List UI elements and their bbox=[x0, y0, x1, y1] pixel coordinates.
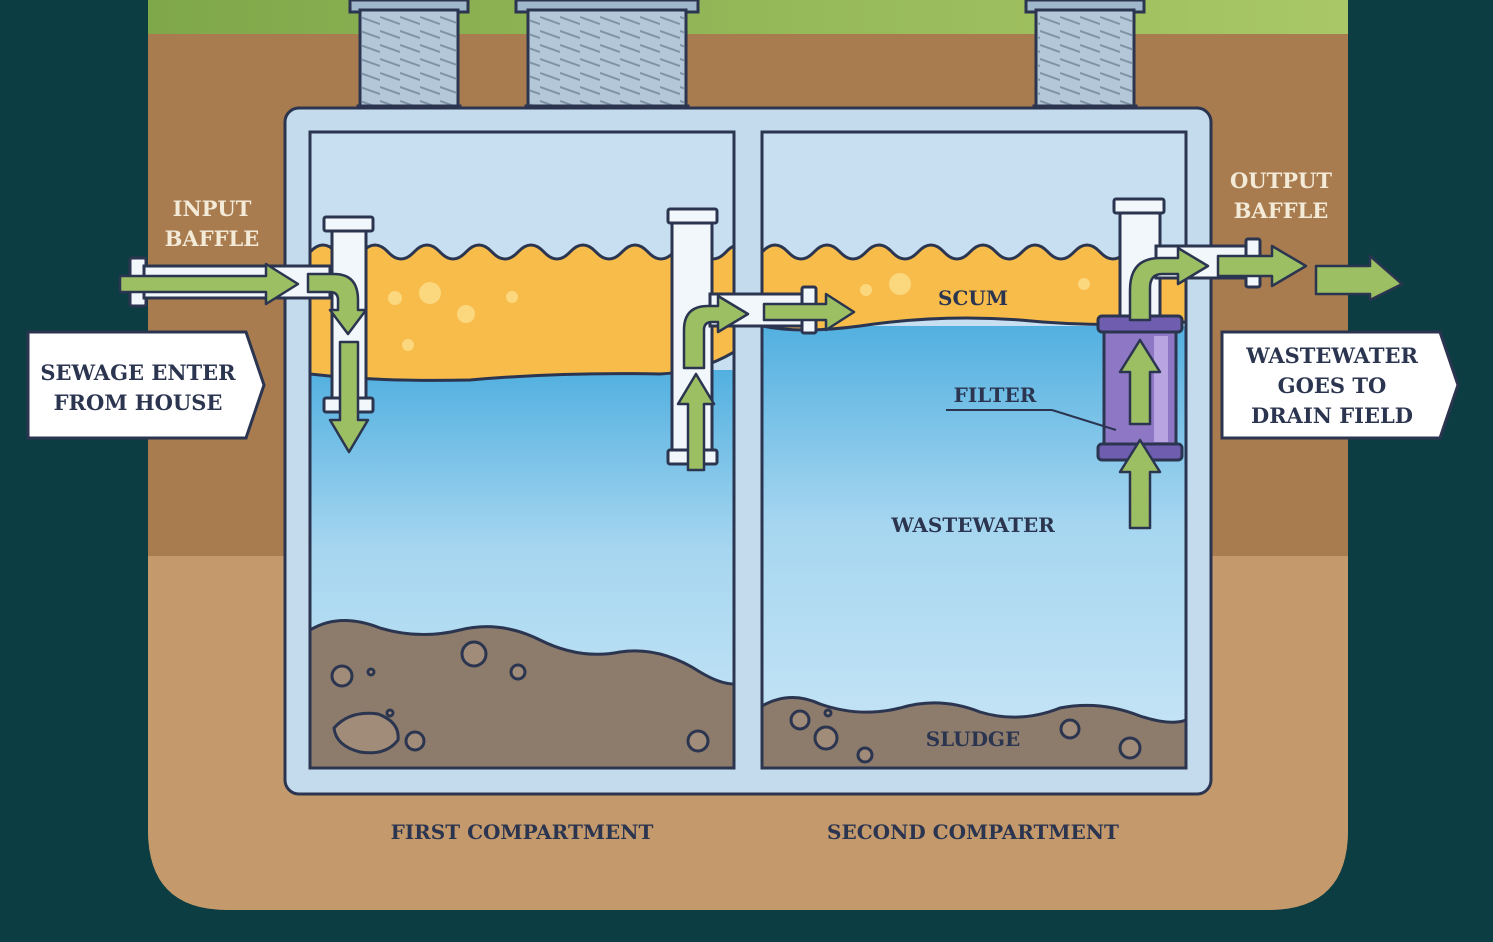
flow-arrow-up-3 bbox=[1118, 338, 1162, 426]
sewage-enter-line-1: SEWAGE ENTER bbox=[40, 360, 236, 385]
output-baffle-label-2: BAFFLE bbox=[1234, 198, 1329, 223]
labels: INPUT BAFFLE OUTPUT BAFFLE SCUM FILTER W… bbox=[165, 168, 1333, 844]
sewage-enter-line-2: FROM HOUSE bbox=[54, 390, 223, 415]
flow-arrow-baffle-turn bbox=[306, 272, 368, 336]
scum-label: SCUM bbox=[938, 286, 1008, 310]
wastewater-out-line-2: GOES TO bbox=[1278, 373, 1387, 398]
input-baffle-label-2: BAFFLE bbox=[165, 226, 260, 251]
filter-label: FILTER bbox=[954, 383, 1037, 407]
wastewater-label: WASTEWATER bbox=[890, 513, 1055, 537]
wastewater-out-line-3: DRAIN FIELD bbox=[1251, 403, 1413, 428]
flow-arrow-output-turn bbox=[1128, 246, 1210, 322]
second-compartment-outline bbox=[760, 130, 1188, 770]
input-baffle-label-1: INPUT bbox=[173, 196, 252, 221]
flow-arrows bbox=[118, 244, 1404, 530]
grass-strip bbox=[148, 0, 1348, 40]
sludge-rocks-2 bbox=[789, 708, 1142, 764]
wastewater-out-line-1: WASTEWATER bbox=[1245, 343, 1418, 368]
wastewater-out-callout: WASTEWATER GOES TO DRAIN FIELD bbox=[1220, 330, 1460, 440]
riser-2 bbox=[514, 0, 700, 134]
sludge-label: SLUDGE bbox=[926, 727, 1021, 751]
effluent-filter bbox=[946, 314, 1184, 462]
flow-arrow-down bbox=[328, 340, 370, 454]
sewage-enter-callout: SEWAGE ENTER FROM HOUSE bbox=[26, 330, 266, 440]
first-compartment-label: FIRST COMPARTMENT bbox=[391, 820, 654, 844]
flow-arrow-outlet bbox=[1216, 244, 1308, 288]
first-compartment bbox=[310, 132, 734, 768]
flow-arrow-up-2 bbox=[1118, 438, 1162, 530]
flow-arrow-transfer-out bbox=[762, 292, 856, 332]
access-risers bbox=[348, 0, 1146, 134]
output-baffle-label-1: OUTPUT bbox=[1230, 168, 1332, 193]
flow-arrow-inlet bbox=[118, 262, 300, 306]
sludge-rocks-1 bbox=[330, 640, 710, 755]
second-compartment-label: SECOND COMPARTMENT bbox=[827, 820, 1119, 844]
flow-arrow-transfer-turn bbox=[682, 294, 750, 370]
flow-arrow-exit bbox=[1314, 254, 1404, 302]
first-compartment-outline bbox=[308, 130, 736, 770]
flow-arrow-up-1 bbox=[676, 372, 716, 472]
filter-pointer-line bbox=[1051, 409, 1117, 431]
